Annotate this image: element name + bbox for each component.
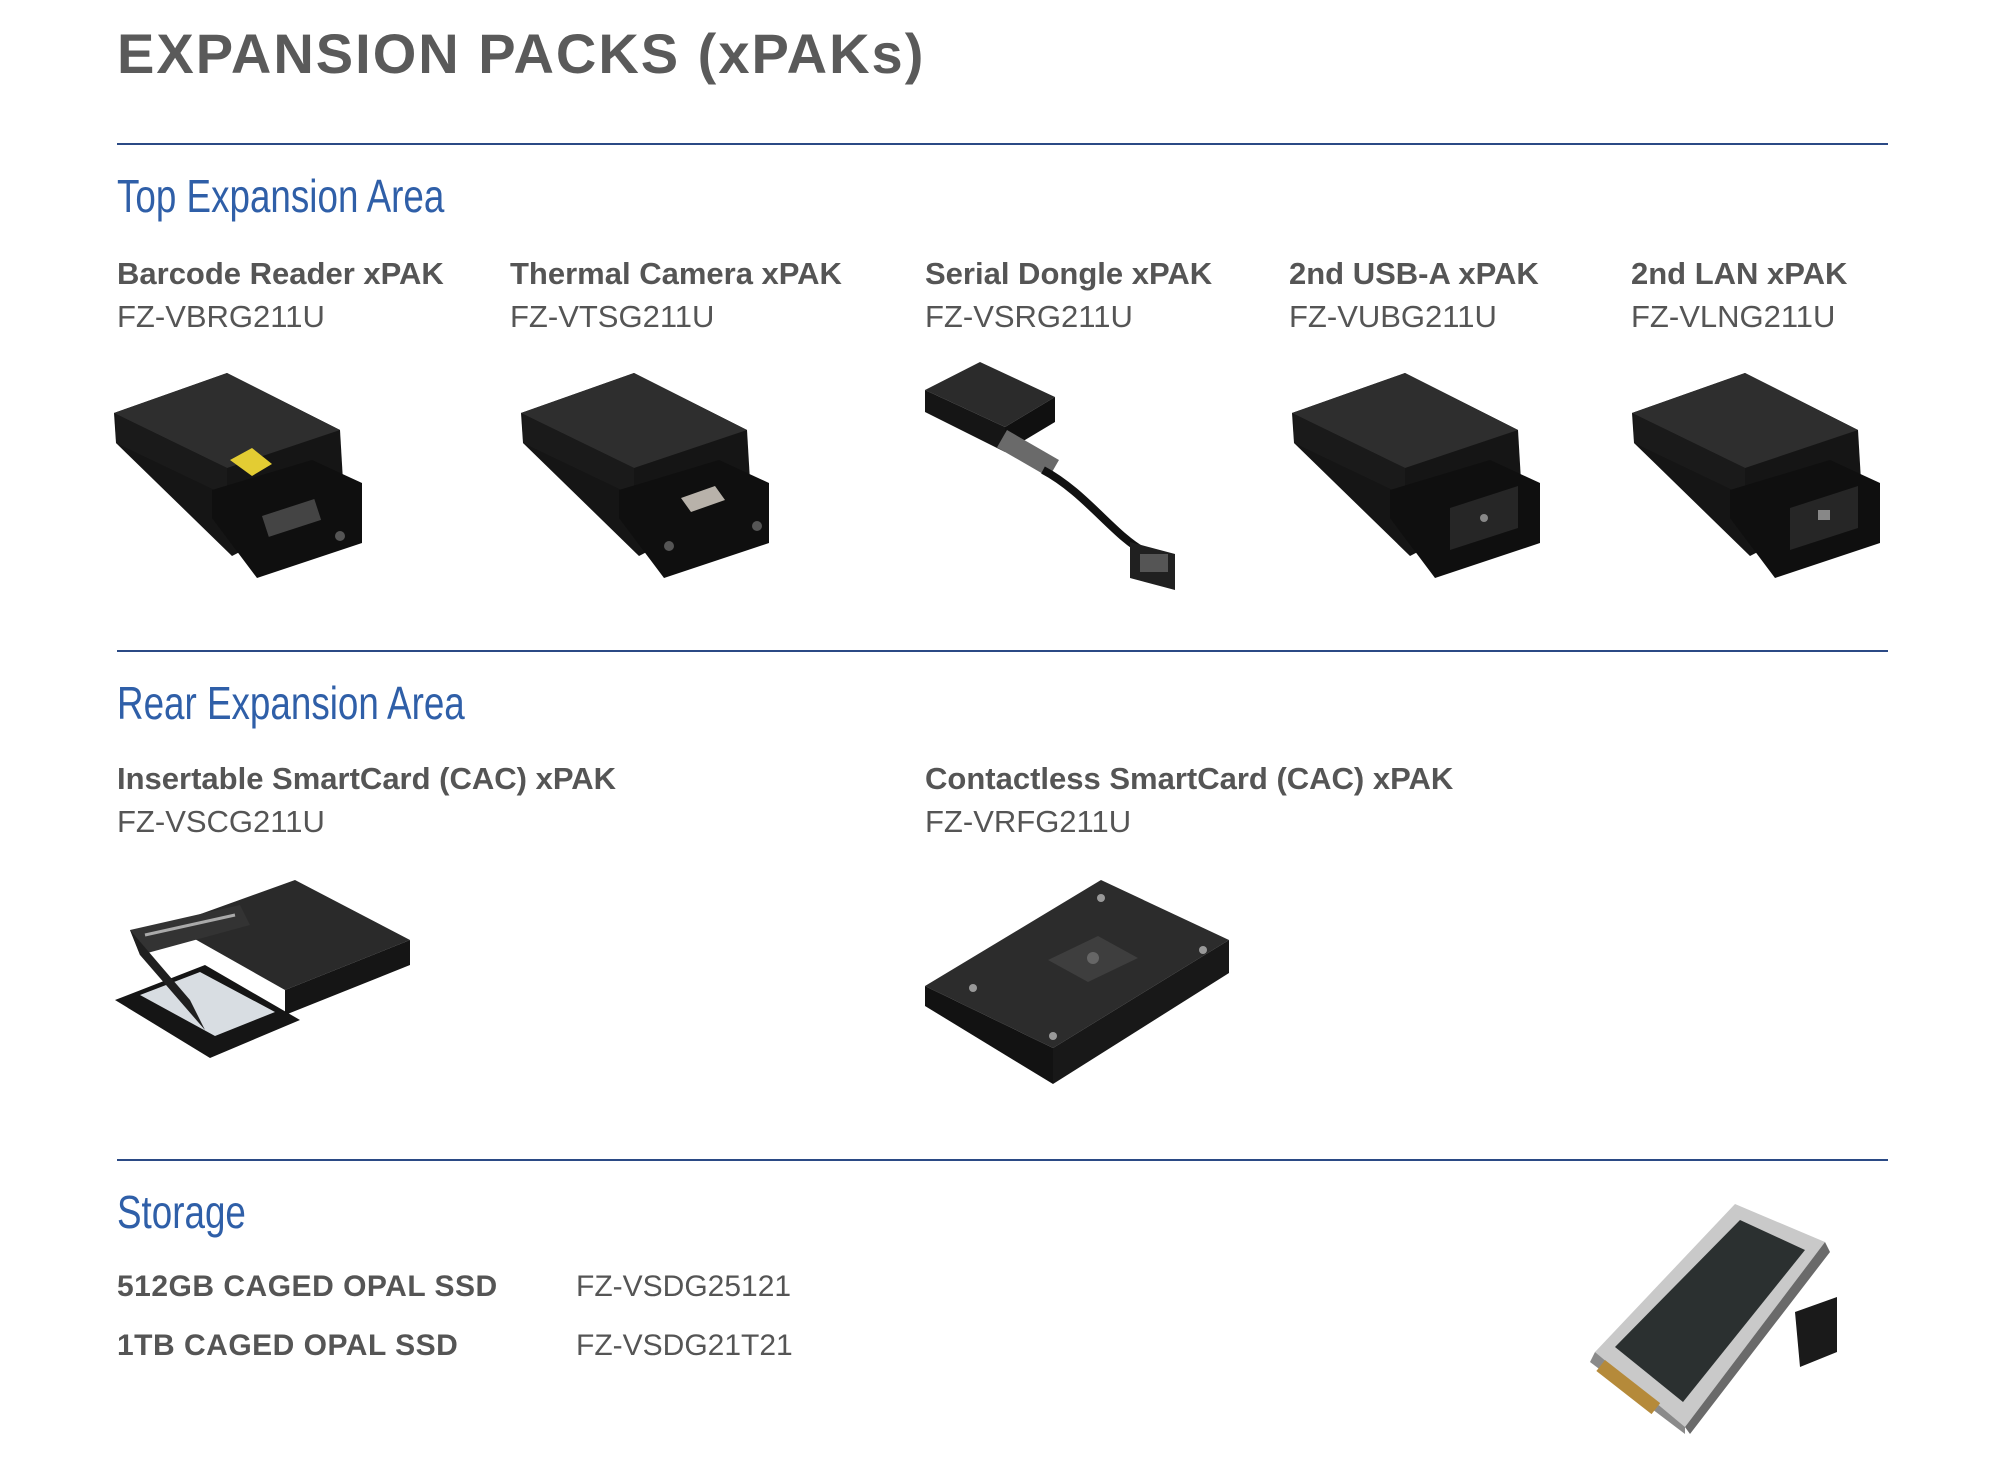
product-contactless-smartcard: Contactless SmartCard (CAC) xPAK FZ-VRFG… [925,758,1453,844]
caged-ssd-image [1590,1204,1837,1434]
product-usb-a: 2nd USB-A xPAK FZ-VUBG211U [1289,253,1539,339]
product-name: 2nd USB-A xPAK [1289,256,1539,291]
product-code: FZ-VTSG211U [510,299,715,334]
storage-name: 1TB CAGED OPAL SSD [117,1329,459,1362]
product-name: Thermal Camera xPAK [510,256,842,291]
product-code: FZ-VSCG211U [117,804,325,839]
section-divider [117,1159,1888,1161]
product-code: FZ-VBRG211U [117,299,325,334]
product-name: 2nd LAN xPAK [1631,256,1848,291]
serial-dongle-xpak-image [925,362,1175,590]
storage-name: 512GB CAGED OPAL SSD [117,1270,498,1303]
product-code: FZ-VUBG211U [1289,299,1497,334]
product-code: FZ-VSRG211U [925,299,1133,334]
product-code: FZ-VLNG211U [1631,299,1836,334]
page-title: EXPANSION PACKS (xPAKs) [117,22,926,85]
barcode-reader-xpak-image [114,373,362,578]
product-insertable-smartcard: Insertable SmartCard (CAC) xPAK FZ-VSCG2… [117,758,616,844]
product-lan: 2nd LAN xPAK FZ-VLNG211U [1631,253,1847,339]
lan-xpak-image [1632,373,1880,578]
product-code: FZ-VRFG211U [925,804,1132,839]
product-name: Serial Dongle xPAK [925,256,1213,291]
product-serial-dongle: Serial Dongle xPAK FZ-VSRG211U [925,253,1212,339]
section-title-rear: Rear Expansion Area [117,677,465,729]
section-divider [117,650,1888,652]
usb-a-xpak-image [1292,373,1540,578]
product-name: Barcode Reader xPAK [117,256,444,291]
product-thermal-camera: Thermal Camera xPAK FZ-VTSG211U [510,253,842,339]
thermal-camera-xpak-image [521,373,769,578]
storage-code: FZ-VSDG21T21 [576,1329,793,1362]
section-title-storage: Storage [117,1186,246,1238]
product-name: Insertable SmartCard (CAC) xPAK [117,761,616,796]
section-title-top: Top Expansion Area [117,170,445,222]
product-barcode-reader: Barcode Reader xPAK FZ-VBRG211U [117,253,444,339]
product-name: Contactless SmartCard (CAC) xPAK [925,761,1454,796]
storage-code: FZ-VSDG25121 [576,1270,792,1303]
insertable-smartcard-xpak-image [115,880,410,1058]
section-divider [117,143,1888,145]
contactless-smartcard-xpak-image [925,880,1229,1084]
